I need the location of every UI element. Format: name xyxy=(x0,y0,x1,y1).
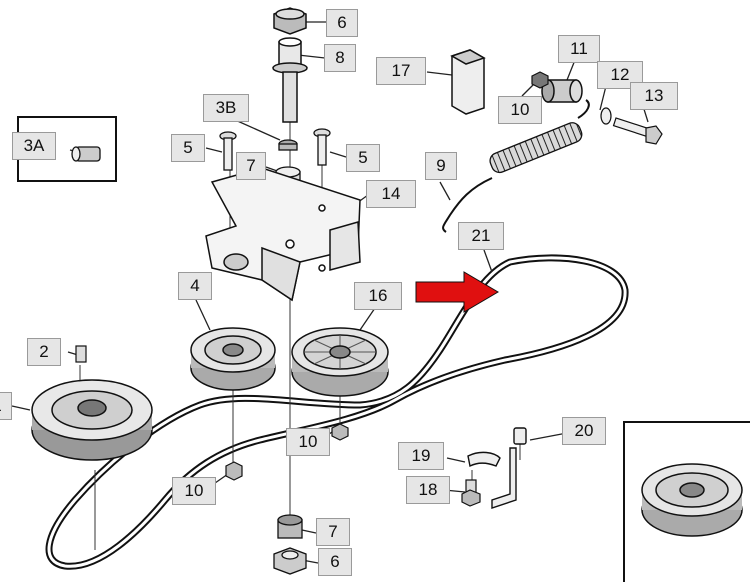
callout-3b: 3B xyxy=(203,94,249,122)
callout-3a: 3A xyxy=(12,132,56,160)
callout-6-bottom: 6 xyxy=(318,548,352,576)
hex-nut-bottom-icon xyxy=(273,547,307,575)
washer-12-icon xyxy=(600,107,612,125)
callout-10-mid: 10 xyxy=(286,428,330,456)
v-idler-pulley-icon xyxy=(291,327,389,397)
red-arrow-icon xyxy=(415,271,499,313)
inset-pulley-icon xyxy=(641,463,743,537)
lock-nut-mid-icon xyxy=(331,423,349,441)
callout-20: 20 xyxy=(562,417,606,445)
callout-1: 1 xyxy=(0,392,12,420)
spacer-7-lower-icon xyxy=(277,514,303,539)
callout-2: 2 xyxy=(27,338,61,366)
bushing-3a-icon xyxy=(71,146,101,162)
callout-21: 21 xyxy=(458,222,504,250)
callout-18: 18 xyxy=(406,476,450,504)
callout-13: 13 xyxy=(630,82,678,110)
callout-5-right: 5 xyxy=(346,144,380,172)
callout-11: 11 xyxy=(558,35,600,63)
key-2-icon xyxy=(75,345,87,363)
callout-6-top: 6 xyxy=(326,9,358,37)
bushing-3b-icon xyxy=(278,139,298,151)
nut-10-spring-icon xyxy=(531,71,549,89)
bolt-13-icon xyxy=(612,117,663,145)
callout-14: 14 xyxy=(366,180,416,208)
v-belt-icon xyxy=(45,254,629,570)
carriage-bolt-right-icon xyxy=(313,128,331,166)
callout-16: 16 xyxy=(354,282,402,310)
spindle-shaft-icon xyxy=(272,37,308,123)
leader-lines xyxy=(11,21,649,564)
bolt-18-icon xyxy=(461,479,481,507)
callout-7-upper: 7 xyxy=(236,152,266,180)
callout-10-spring: 10 xyxy=(498,96,542,124)
lock-nut-left-icon xyxy=(225,461,243,481)
callout-8: 8 xyxy=(324,44,356,72)
callout-7-lower: 7 xyxy=(316,518,350,546)
idler-bracket-icon xyxy=(205,167,361,302)
hex-nut-top-icon xyxy=(273,7,307,35)
tension-spring-icon xyxy=(442,99,590,233)
callout-4: 4 xyxy=(178,272,212,300)
callout-10-left: 10 xyxy=(172,477,216,505)
idler-arm-rod-icon xyxy=(467,427,527,509)
callout-5-left: 5 xyxy=(171,134,205,162)
callout-17: 17 xyxy=(376,57,426,85)
tension-bracket-block-icon xyxy=(450,49,486,115)
drive-pulley-icon xyxy=(31,379,153,461)
callout-19: 19 xyxy=(398,442,444,470)
flat-idler-pulley-icon xyxy=(190,327,276,391)
callout-9: 9 xyxy=(425,152,457,180)
carriage-bolt-left-icon xyxy=(219,131,237,171)
